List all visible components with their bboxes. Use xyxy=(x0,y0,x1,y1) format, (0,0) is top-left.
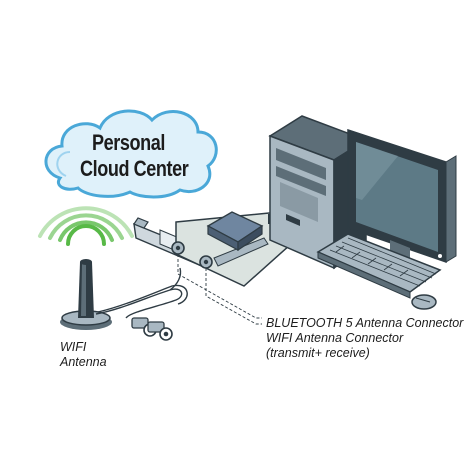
sma-connector-icon xyxy=(171,241,185,255)
pcie-card-icon xyxy=(133,209,311,287)
sma-connector-icon xyxy=(199,255,213,269)
antenna-cable xyxy=(95,267,188,319)
cable-connector-icon xyxy=(131,317,173,341)
keyboard-icon xyxy=(316,233,442,299)
transmit-receive-label: (transmit+ receive) xyxy=(266,346,370,360)
cloud-title-line1: Personal xyxy=(92,130,165,155)
wifi-antenna-label-line1: WIFI xyxy=(60,340,87,354)
cloud-shape xyxy=(44,109,218,199)
wifi-antenna-label-line2: Antenna xyxy=(60,355,107,369)
connector-label: BLUETOOTH 5 Antenna Connector WIFI Anten… xyxy=(266,316,463,361)
wifi-antenna-label: WIFI Antenna xyxy=(60,340,107,370)
wifi-antenna-icon xyxy=(60,259,112,330)
leader-lines xyxy=(177,254,262,325)
wifi-connector-label: WIFI Antenna Connector xyxy=(266,331,404,345)
mouse-icon xyxy=(411,294,437,310)
cloud-title-line2: Cloud Center xyxy=(80,156,189,181)
wifi-signal-icon xyxy=(38,206,134,246)
bluetooth-connector-label: BLUETOOTH 5 Antenna Connector xyxy=(266,316,464,330)
